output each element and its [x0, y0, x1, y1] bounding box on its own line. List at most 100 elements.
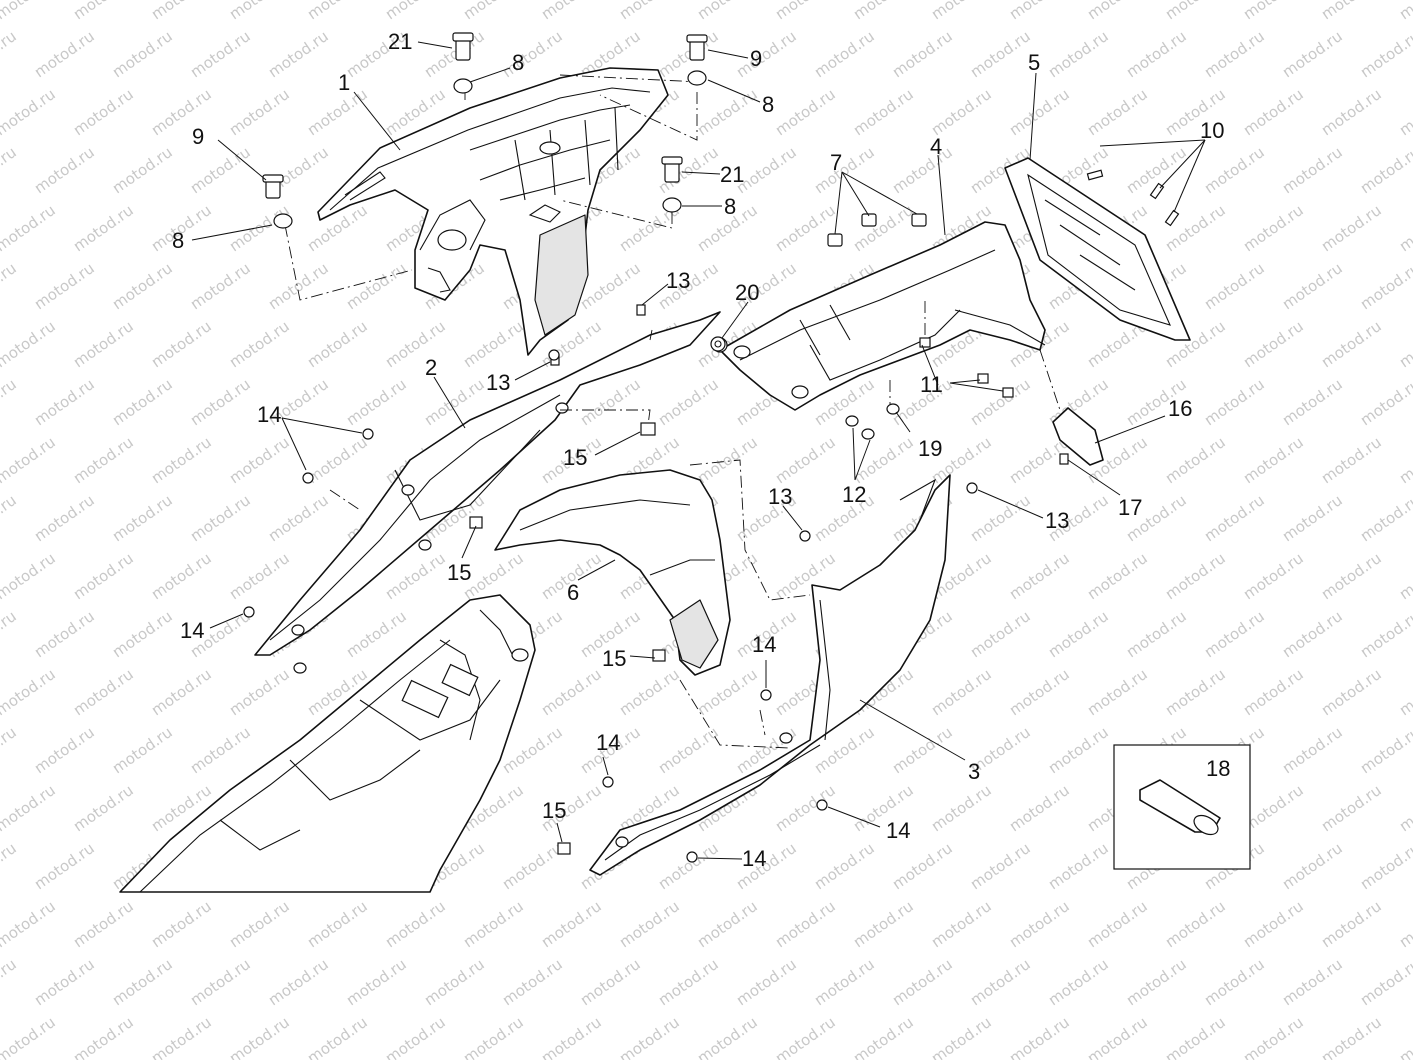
- watermark-text: motod.ru: [226, 85, 293, 139]
- watermark-text: motod.ru: [694, 433, 761, 487]
- watermark-text: motod.ru: [1201, 955, 1268, 1009]
- watermark-text: motod.ru: [772, 1013, 839, 1060]
- watermark-text: motod.ru: [889, 839, 956, 893]
- watermark-text: motod.ru: [0, 375, 20, 429]
- watermark-text: motod.ru: [187, 143, 254, 197]
- watermark-text: motod.ru: [1318, 549, 1385, 603]
- callout-4: 4: [930, 134, 942, 159]
- callout-15-lower: 15: [542, 798, 566, 823]
- watermark-text: motod.ru: [1318, 85, 1385, 139]
- watermark-text: motod.ru: [616, 0, 683, 23]
- watermark-text: motod.ru: [1240, 549, 1307, 603]
- watermark-text: motod.ru: [1357, 143, 1413, 197]
- watermark-text: motod.ru: [694, 1013, 761, 1060]
- watermark-text: motod.ru: [1162, 549, 1229, 603]
- watermark-text: motod.ru: [772, 897, 839, 951]
- watermark-text: motod.ru: [187, 259, 254, 313]
- watermark-text: motod.ru: [1318, 201, 1385, 255]
- watermark-text: motod.ru: [148, 1013, 215, 1060]
- watermark-text: motod.ru: [187, 27, 254, 81]
- watermark-text: motod.ru: [1279, 955, 1346, 1009]
- watermark-text: motod.ru: [1357, 375, 1413, 429]
- watermark-text: motod.ru: [1045, 27, 1112, 81]
- watermark-text: motod.ru: [1006, 665, 1073, 719]
- watermark-text: motod.ru: [382, 897, 449, 951]
- watermark-text: motod.ru: [109, 27, 176, 81]
- watermark-text: motod.ru: [889, 27, 956, 81]
- watermark-text: motod.ru: [70, 433, 137, 487]
- callout-18: 18: [1206, 756, 1230, 781]
- callout-14-left: 14: [180, 618, 204, 643]
- watermark-text: motod.ru: [31, 491, 98, 545]
- watermark-text: motod.ru: [1279, 839, 1346, 893]
- watermark-text: motod.ru: [1357, 839, 1413, 893]
- watermark-text: motod.ru: [343, 607, 410, 661]
- watermark-text: motod.ru: [1357, 27, 1413, 81]
- watermark-text: motod.ru: [0, 143, 20, 197]
- watermark-text: motod.ru: [226, 549, 293, 603]
- watermark-text: motod.ru: [1396, 781, 1413, 835]
- watermark-text: motod.ru: [1045, 723, 1112, 777]
- callout-8-top-right: 8: [762, 92, 774, 117]
- watermark-text: motod.ru: [850, 433, 917, 487]
- watermark-text: motod.ru: [967, 955, 1034, 1009]
- callout-19: 19: [918, 436, 942, 461]
- callout-13-center: 13: [768, 484, 792, 509]
- watermark-text: motod.ru: [1006, 1013, 1073, 1060]
- watermark-text: motod.ru: [655, 955, 722, 1009]
- watermark-text: motod.ru: [967, 27, 1034, 81]
- watermark-text: motod.ru: [148, 549, 215, 603]
- watermark-text: motod.ru: [70, 201, 137, 255]
- watermark-text: motod.ru: [1006, 897, 1073, 951]
- watermark-text: motod.ru: [226, 0, 293, 23]
- watermark-text: motod.ru: [1396, 0, 1413, 23]
- callout-3: 3: [968, 759, 980, 784]
- callout-6: 6: [567, 580, 579, 605]
- callout-8-top: 8: [512, 50, 524, 75]
- callout-1: 1: [338, 70, 350, 95]
- watermark-text: motod.ru: [850, 0, 917, 23]
- callout-14-lower: 14: [596, 730, 620, 755]
- watermark-text: motod.ru: [889, 143, 956, 197]
- watermark-text: motod.ru: [928, 781, 995, 835]
- watermark-text: motod.ru: [1318, 317, 1385, 371]
- watermark-text: motod.ru: [1240, 1013, 1307, 1060]
- watermark-text: motod.ru: [187, 375, 254, 429]
- watermark-text: motod.ru: [1084, 1013, 1151, 1060]
- watermark-text: motod.ru: [811, 27, 878, 81]
- callout-8-mid: 8: [724, 194, 736, 219]
- watermark-text: motod.ru: [1123, 27, 1190, 81]
- watermark-text: motod.ru: [0, 549, 59, 603]
- watermark-text: motod.ru: [616, 665, 683, 719]
- watermark-text: motod.ru: [0, 1013, 59, 1060]
- watermark-text: motod.ru: [577, 955, 644, 1009]
- watermark-text: motod.ru: [928, 897, 995, 951]
- watermark-text: motod.ru: [850, 201, 917, 255]
- watermark-text: motod.ru: [304, 897, 371, 951]
- watermark-text: motod.ru: [1279, 491, 1346, 545]
- watermark-text: motod.ru: [1045, 955, 1112, 1009]
- part-4-rear-mudguard: [712, 213, 1046, 440]
- watermark-text: motod.ru: [616, 1013, 683, 1060]
- watermark-text: motod.ru: [109, 955, 176, 1009]
- watermark-text: motod.ru: [850, 1013, 917, 1060]
- callout-7: 7: [830, 150, 842, 175]
- watermark-text: motod.ru: [460, 897, 527, 951]
- callout-11: 11: [920, 372, 943, 397]
- watermark-text: motod.ru: [0, 317, 59, 371]
- callout-15-upper: 15: [563, 445, 587, 470]
- watermark-text: motod.ru: [109, 491, 176, 545]
- watermark-text: motod.ru: [31, 955, 98, 1009]
- watermark-text: motod.ru: [1396, 201, 1413, 255]
- watermark-text: motod.ru: [616, 897, 683, 951]
- watermark-text: motod.ru: [1240, 433, 1307, 487]
- watermark-text: motod.ru: [1396, 1013, 1413, 1060]
- callout-14-bottom: 14: [742, 846, 766, 871]
- watermark-text: motod.ru: [1318, 665, 1385, 719]
- watermark-text: motod.ru: [811, 955, 878, 1009]
- part-3-side-panel-right: [589, 474, 951, 876]
- watermark-text: motod.ru: [109, 143, 176, 197]
- watermark-text: motod.ru: [460, 317, 527, 371]
- watermark-text: motod.ru: [889, 723, 956, 777]
- watermark-text: motod.ru: [304, 317, 371, 371]
